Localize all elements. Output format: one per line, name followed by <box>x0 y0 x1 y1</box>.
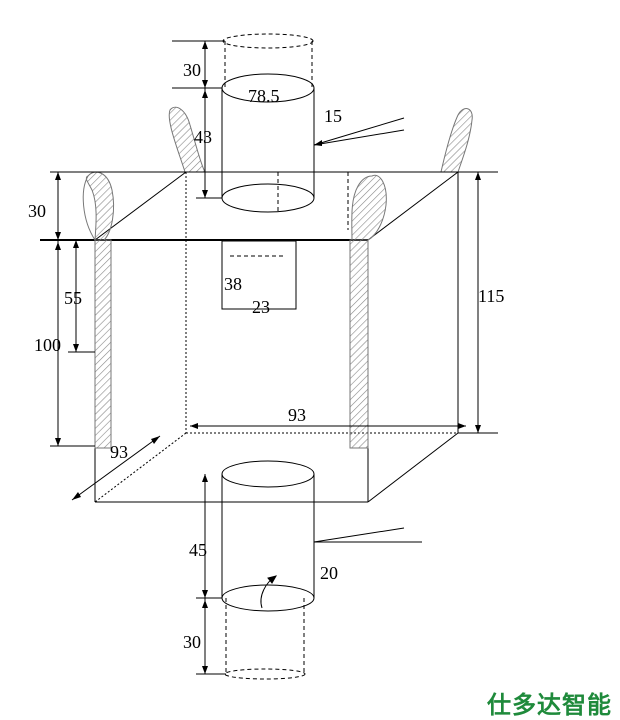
label-loop-height: 30 <box>28 201 46 221</box>
document-pocket <box>221 240 297 310</box>
front-loops <box>82 171 387 449</box>
label-total-height: 115 <box>478 286 504 306</box>
bottom-spout <box>221 460 422 680</box>
back-loops <box>168 106 473 173</box>
label-bottom-spout-height: 45 <box>189 540 207 560</box>
label-depth: 93 <box>110 442 128 462</box>
label-top-spout-diameter: 78.5 <box>248 86 280 106</box>
label-side-55: 55 <box>64 288 82 308</box>
label-bottom-spout-lower: 30 <box>183 632 201 652</box>
label-doc-pocket-w: 23 <box>252 297 270 317</box>
label-top-spout-height: 30 <box>183 60 201 80</box>
label-top-spout-lower: 43 <box>194 127 212 147</box>
label-top-spout-strap: 15 <box>324 106 342 126</box>
label-bottom-spout-strap: 20 <box>320 563 338 583</box>
label-side-100: 100 <box>34 335 61 355</box>
label-doc-pocket-h: 38 <box>224 274 242 294</box>
dimension-lines <box>50 40 498 675</box>
arrowheads <box>55 41 481 674</box>
brand-watermark: 仕多达智能 <box>487 691 612 719</box>
label-width: 93 <box>288 405 306 425</box>
